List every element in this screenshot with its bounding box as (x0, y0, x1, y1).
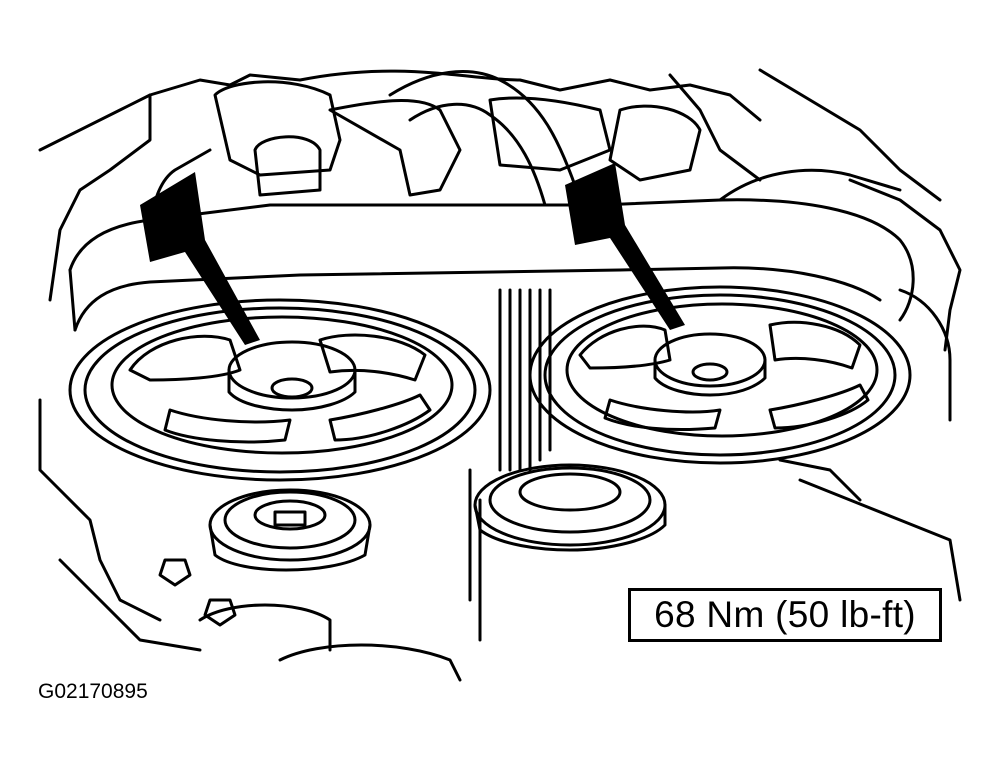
engine-background (38, 68, 962, 682)
right-camshaft-sprocket (528, 285, 912, 465)
timing-belt (68, 70, 915, 332)
figure-id-label: G02170895 (38, 680, 148, 703)
tensioner-pulley (473, 463, 667, 552)
mounting-bolts (158, 558, 237, 627)
idler-pulley (208, 488, 372, 572)
left-camshaft-sprocket (68, 298, 492, 482)
torque-spec-label: 68 Nm (50 lb-ft) (628, 588, 942, 642)
left-arrow-icon (140, 172, 260, 345)
right-arrow-icon (565, 163, 685, 330)
belt-teeth-center (468, 288, 552, 642)
